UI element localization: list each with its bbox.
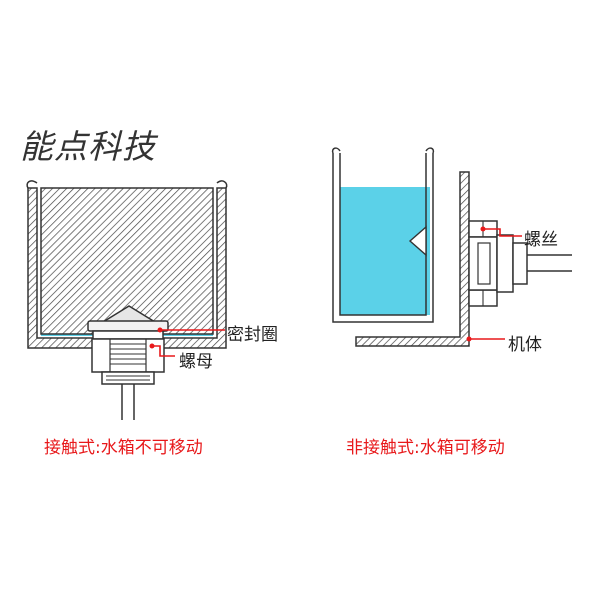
label-thread: 螺丝 — [524, 230, 558, 250]
brand-title: 能点科技 — [20, 127, 156, 166]
noncontact-tank — [331, 147, 572, 347]
caption-contact: 接触式:水箱不可移动 — [44, 438, 203, 458]
cable-left — [121, 384, 135, 420]
sensor-housing — [496, 234, 514, 293]
label-seal-ring: 密封圈 — [227, 325, 278, 345]
machine-body — [355, 171, 470, 347]
cable-right — [527, 254, 572, 272]
seal-flange — [87, 320, 169, 332]
callout-line-thread — [483, 228, 522, 237]
label-nut: 螺母 — [179, 352, 213, 372]
caption-noncontact: 非接触式:水箱可移动 — [346, 438, 505, 458]
callout-line-nut — [152, 345, 175, 357]
tank-water-right — [340, 187, 430, 315]
label-body: 机体 — [508, 335, 542, 355]
contact-tank — [26, 180, 228, 420]
tank-wall-right — [332, 153, 434, 323]
